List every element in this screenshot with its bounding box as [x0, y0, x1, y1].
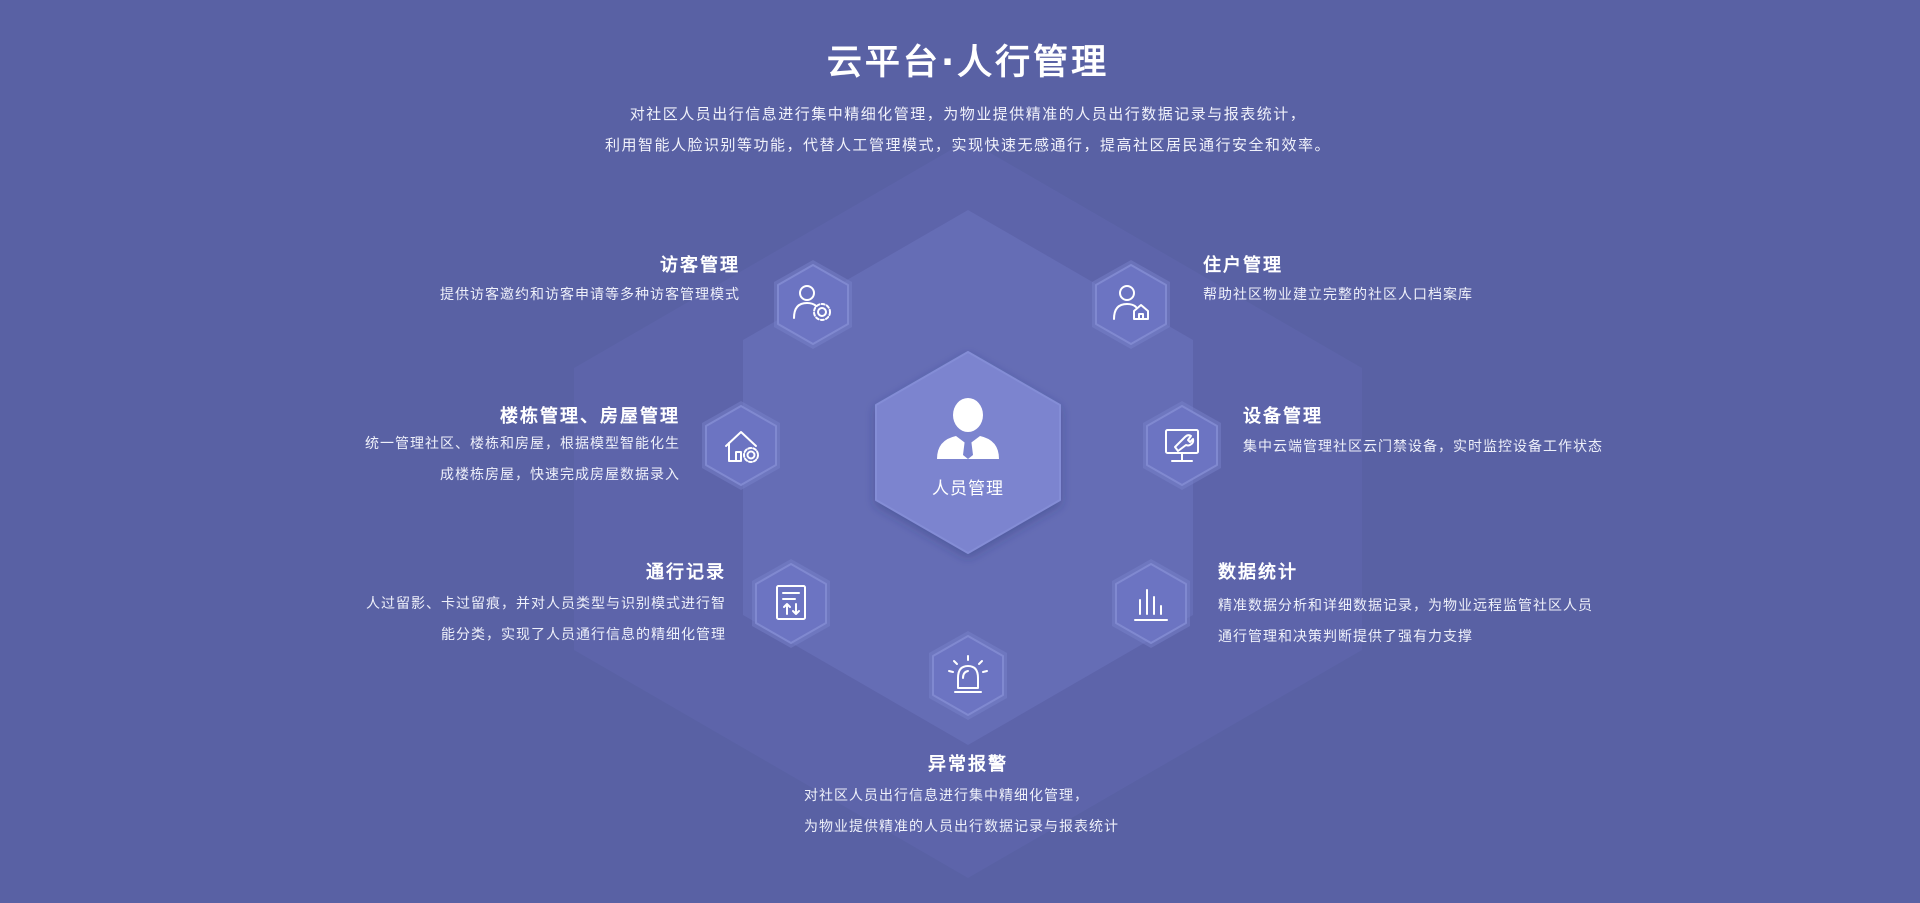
person-tie-icon	[937, 398, 999, 459]
feature-statistics-title: 数据统计	[1218, 562, 1298, 583]
alarm-siren-icon	[948, 655, 988, 693]
user-home-icon	[1113, 285, 1149, 320]
intro-line-2: 利用智能人脸识别等功能，代替人工管理模式，实现快速无感通行，提高社区居民通行安全…	[604, 136, 1331, 154]
house-gear-icon	[725, 431, 759, 463]
record-list-icon	[776, 585, 806, 620]
device-icon-hex	[1143, 401, 1221, 490]
monitor-wrench-icon	[1165, 429, 1199, 462]
feature-access-log-desc-1: 人过留影、卡过留痕，并对人员类型与识别模式进行智	[366, 596, 726, 612]
feature-alarm-title: 异常报警	[928, 754, 1008, 775]
feature-device-desc: 集中云端管理社区云门禁设备，实时监控设备工作状态	[1243, 439, 1603, 455]
feature-statistics-desc-2: 通行管理和决策判断提供了强有力支撑	[1218, 629, 1473, 645]
intro-line-1: 对社区人员出行信息进行集中精细化管理，为物业提供精准的人员出行数据记录与报表统计…	[629, 105, 1307, 123]
feature-building-desc-2: 成楼栋房屋，快速完成房屋数据录入	[440, 467, 680, 483]
feature-visitor-title: 访客管理	[660, 255, 740, 276]
feature-resident-desc: 帮助社区物业建立完整的社区人口档案库	[1203, 287, 1473, 303]
page-title: 云平台·人行管理	[826, 43, 1110, 83]
feature-access-log-desc-2: 能分类，实现了人员通行信息的精细化管理	[441, 627, 726, 643]
feature-alarm-desc-2: 为物业提供精准的人员出行数据记录与报表统计	[804, 819, 1119, 835]
feature-visitor-desc: 提供访客邀约和访客申请等多种访客管理模式	[440, 287, 740, 303]
feature-access-log-title: 通行记录	[646, 562, 726, 583]
feature-device-title: 设备管理	[1243, 406, 1323, 427]
access-log-icon-hex	[752, 559, 830, 648]
feature-resident-title: 住户管理	[1203, 255, 1283, 276]
alarm-icon-hex	[929, 631, 1007, 720]
center-label: 人员管理	[932, 479, 1004, 499]
bar-chart-icon	[1134, 589, 1168, 621]
user-gear-icon	[793, 285, 831, 321]
feature-alarm-desc-1: 对社区人员出行信息进行集中精细化管理，	[804, 788, 1089, 804]
feature-building-title: 楼栋管理、房屋管理	[500, 406, 680, 427]
building-icon-hex	[702, 401, 780, 490]
feature-statistics-desc-1: 精准数据分析和详细数据记录，为物业远程监管社区人员	[1218, 598, 1593, 614]
statistics-icon-hex	[1112, 559, 1190, 648]
feature-building-desc-1: 统一管理社区、楼栋和房屋，根据模型智能化生	[365, 436, 680, 452]
